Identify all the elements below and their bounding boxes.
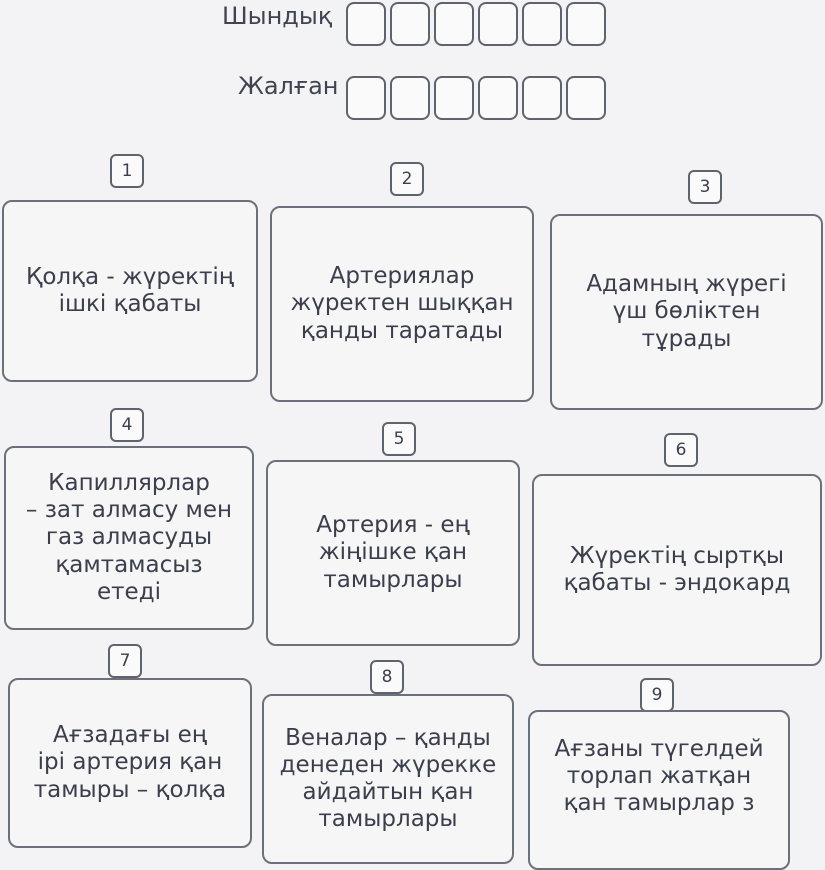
false-drop-slot-3[interactable]	[434, 76, 474, 120]
statement-card-6[interactable]: Жүректің сыртқы қабаты - эндокард	[532, 474, 822, 666]
statement-text-5: Артерия - ең жіңішке қан тамырлары	[316, 512, 470, 593]
statement-text-1: Қолқа - жүректің ішкі қабаты	[26, 263, 234, 317]
statement-text-3: Адамның жүрегі үш бөліктен тұрады	[586, 271, 787, 352]
card-number-8: 8	[370, 660, 404, 694]
statement-card-8[interactable]: Веналар – қанды денеден жүрекке айдайтын…	[262, 694, 514, 864]
statement-text-2: Артериялар жүректен шыққан қанды таратад…	[290, 263, 514, 344]
card-number-4: 4	[110, 408, 144, 442]
statement-text-9: Ағзаны түгелдей торлап жатқан қан тамырл…	[554, 736, 764, 817]
false-row-label: Жалған	[238, 72, 339, 100]
true-drop-slot-1[interactable]	[346, 2, 386, 46]
true-drop-slot-6[interactable]	[566, 2, 606, 46]
card-number-9: 9	[640, 678, 674, 712]
false-drop-row	[346, 76, 606, 120]
statement-text-6: Жүректің сыртқы қабаты - эндокард	[563, 542, 791, 596]
false-drop-slot-5[interactable]	[522, 76, 562, 120]
card-number-1: 1	[110, 154, 144, 188]
statement-card-4[interactable]: Капиллярлар – зат алмасу мен газ алмасуд…	[4, 446, 254, 630]
false-drop-slot-2[interactable]	[390, 76, 430, 120]
card-number-7: 7	[108, 644, 142, 678]
statement-text-8: Веналар – қанды денеден жүрекке айдайтын…	[279, 724, 497, 833]
true-drop-slot-4[interactable]	[478, 2, 518, 46]
card-number-2: 2	[390, 162, 424, 196]
statement-card-2[interactable]: Артериялар жүректен шыққан қанды таратад…	[270, 206, 534, 402]
statement-card-3[interactable]: Адамның жүрегі үш бөліктен тұрады	[550, 214, 823, 410]
false-drop-slot-6[interactable]	[566, 76, 606, 120]
statement-text-4: Капиллярлар – зат алмасу мен газ алмасуд…	[25, 470, 233, 605]
true-drop-slot-2[interactable]	[390, 2, 430, 46]
statement-card-9[interactable]: Ағзаны түгелдей торлап жатқан қан тамырл…	[528, 710, 790, 870]
false-drop-slot-4[interactable]	[478, 76, 518, 120]
statement-card-5[interactable]: Артерия - ең жіңішке қан тамырлары	[266, 460, 520, 646]
true-row-label: Шындық	[222, 2, 333, 30]
true-drop-slot-3[interactable]	[434, 2, 474, 46]
card-number-5: 5	[382, 422, 416, 456]
true-drop-slot-5[interactable]	[522, 2, 562, 46]
card-number-6: 6	[664, 433, 698, 467]
statement-text-7: Ағзадағы ең ірі артерия қан тамыры – қол…	[33, 722, 227, 803]
statement-card-7[interactable]: Ағзадағы ең ірі артерия қан тамыры – қол…	[8, 678, 252, 848]
true-drop-row	[346, 2, 606, 46]
statement-card-1[interactable]: Қолқа - жүректің ішкі қабаты	[2, 200, 258, 382]
false-drop-slot-1[interactable]	[346, 76, 386, 120]
card-number-3: 3	[688, 170, 722, 204]
